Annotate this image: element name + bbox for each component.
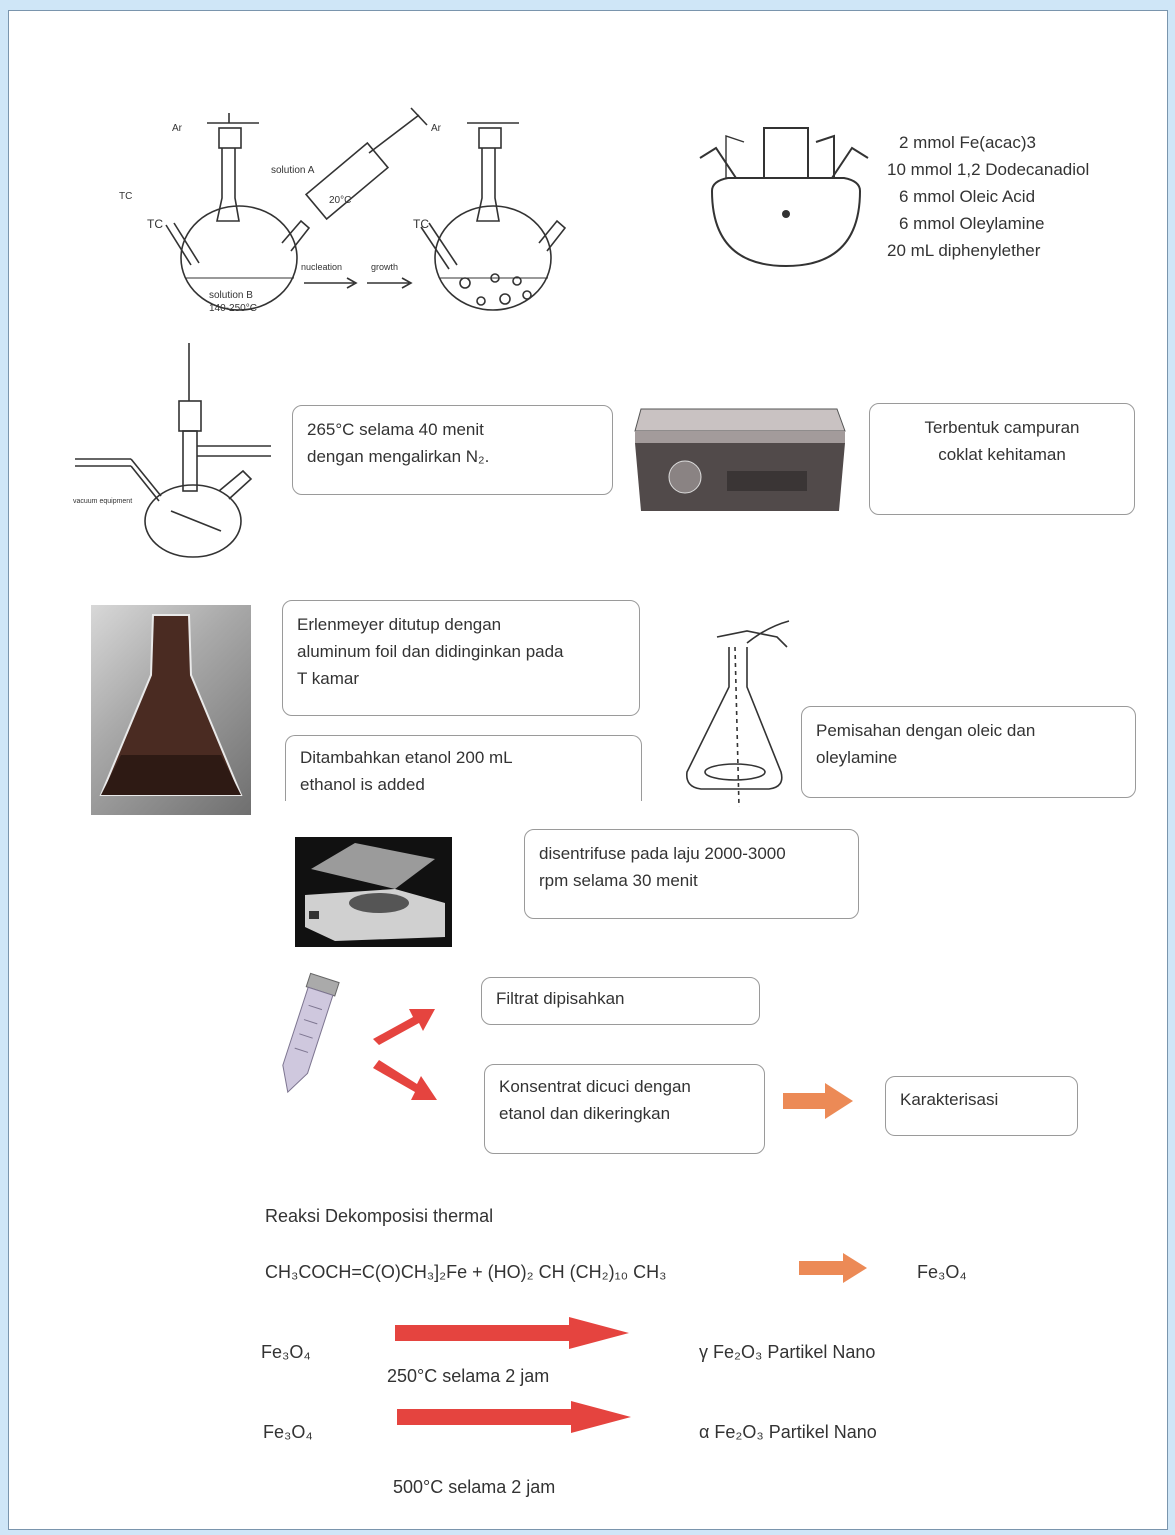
- separation-step-line: oleylamine: [816, 744, 1121, 771]
- arrow-right-icon: [781, 1081, 855, 1121]
- erlenmeyer-photo: [91, 605, 251, 815]
- row2-arrow-icon: [395, 1399, 635, 1435]
- result-step-line: Terbentuk campuran: [884, 414, 1120, 441]
- reaction-product: Fe₃O₄: [917, 1262, 967, 1283]
- solution-a-label: solution A: [271, 165, 315, 176]
- reaction-equation: CH₃COCH=C(O)CH₃]₂Fe + (HO)₂ CH (CH₂)₁₀ C…: [265, 1262, 666, 1283]
- heating-step-line: dengan mengalirkan N₂.: [307, 443, 598, 470]
- filtrate-step-line: Filtrat dipisahkan: [496, 985, 745, 1012]
- temp-b-label: 140-250°C: [209, 303, 257, 314]
- diagram-page: Ar TC TC solution A 20°C solution B 140-…: [8, 10, 1168, 1530]
- reagent-item: 2 mmol Fe(acac)3: [887, 129, 1089, 156]
- arrow-up-right-icon: [369, 1001, 439, 1046]
- erlenmeyer-hand-drawing: [677, 607, 807, 807]
- solution-b-label: solution B: [209, 290, 253, 301]
- result-step-line: coklat kehitaman: [884, 441, 1120, 468]
- cooling-step-box: Erlenmeyer ditutup dengan aluminum foil …: [282, 600, 640, 716]
- separation-step-box: Pemisahan dengan oleic dan oleylamine: [801, 706, 1136, 798]
- tc-outer-label: TC: [119, 191, 132, 202]
- filtrate-step-box: Filtrat dipisahkan: [481, 977, 760, 1025]
- hot-plate-image: [627, 401, 857, 516]
- concentrate-step-line: Konsentrat dicuci dengan: [499, 1073, 750, 1100]
- tc-right-label: TC: [413, 217, 429, 231]
- reagent-item: 10 mmol 1,2 Dodecanadiol: [887, 156, 1089, 183]
- four-neck-flask-drawing: [694, 126, 874, 276]
- ethanol-step-line: ethanol is added: [300, 771, 627, 798]
- centrifuge-step-line: rpm selama 30 menit: [539, 867, 844, 894]
- concentrate-step-line: etanol dan dikeringkan: [499, 1100, 750, 1127]
- reagent-item: 6 mmol Oleylamine: [887, 210, 1089, 237]
- concentrate-step-box: Konsentrat dicuci dengan etanol dan dike…: [484, 1064, 765, 1154]
- reagent-list: 2 mmol Fe(acac)3 10 mmol 1,2 Dodecanadio…: [887, 129, 1089, 264]
- row1-product: γ Fe₂O₃ Partikel Nano: [699, 1342, 875, 1363]
- ar-right-label: Ar: [431, 123, 442, 134]
- reagent-item: 6 mmol Oleic Acid: [887, 183, 1089, 210]
- row2-condition: 500°C selama 2 jam: [393, 1477, 555, 1498]
- centrifuge-step-box: disentrifuse pada laju 2000-3000 rpm sel…: [524, 829, 859, 919]
- separation-step-line: Pemisahan dengan oleic dan: [816, 717, 1121, 744]
- row1-reactant: Fe₃O₄: [261, 1342, 311, 1363]
- centrifuge-step-line: disentrifuse pada laju 2000-3000: [539, 840, 844, 867]
- vacuum-label: vacuum equipment: [73, 498, 132, 505]
- centrifuge-image: [295, 837, 452, 947]
- reaction-arrow-icon: [797, 1251, 869, 1285]
- cooling-step-line: aluminum foil dan didinginkan pada: [297, 638, 625, 665]
- arrow-down-right-icon: [371, 1056, 443, 1106]
- growth-label: growth: [371, 262, 398, 272]
- row2-product: α Fe₂O₃ Partikel Nano: [699, 1422, 877, 1443]
- row2-reactant: Fe₃O₄: [263, 1422, 313, 1443]
- cooling-step-line: Erlenmeyer ditutup dengan: [297, 611, 625, 638]
- heating-step-line: 265°C selama 40 menit: [307, 416, 598, 443]
- heating-step-box: 265°C selama 40 menit dengan mengalirkan…: [292, 405, 613, 495]
- reaction-title: Reaksi Dekomposisi thermal: [265, 1206, 493, 1227]
- reflux-apparatus-drawing: vacuum equipment: [71, 341, 281, 551]
- growth-flask-drawing: Ar TC: [409, 103, 579, 333]
- characterization-step-box: Karakterisasi: [885, 1076, 1078, 1136]
- synthesis-apparatus-drawing: Ar TC TC solution A 20°C solution B 140-…: [89, 103, 449, 333]
- centrifuge-tube-image: [261, 971, 351, 1101]
- row1-condition: 250°C selama 2 jam: [387, 1366, 549, 1387]
- nucleation-label: nucleation: [301, 262, 342, 272]
- ethanol-step-box: Ditambahkan etanol 200 mL ethanol is add…: [285, 735, 642, 801]
- ethanol-step-line: Ditambahkan etanol 200 mL: [300, 744, 627, 771]
- temp-a-label: 20°C: [329, 195, 351, 206]
- cooling-step-line: T kamar: [297, 665, 625, 692]
- ar-left-label: Ar: [172, 123, 183, 134]
- characterization-step-line: Karakterisasi: [900, 1086, 1063, 1113]
- result-step-box: Terbentuk campuran coklat kehitaman: [869, 403, 1135, 515]
- tc-left-label: TC: [147, 217, 163, 231]
- row1-arrow-icon: [393, 1315, 633, 1351]
- reagent-item: 20 mL diphenylether: [887, 237, 1089, 264]
